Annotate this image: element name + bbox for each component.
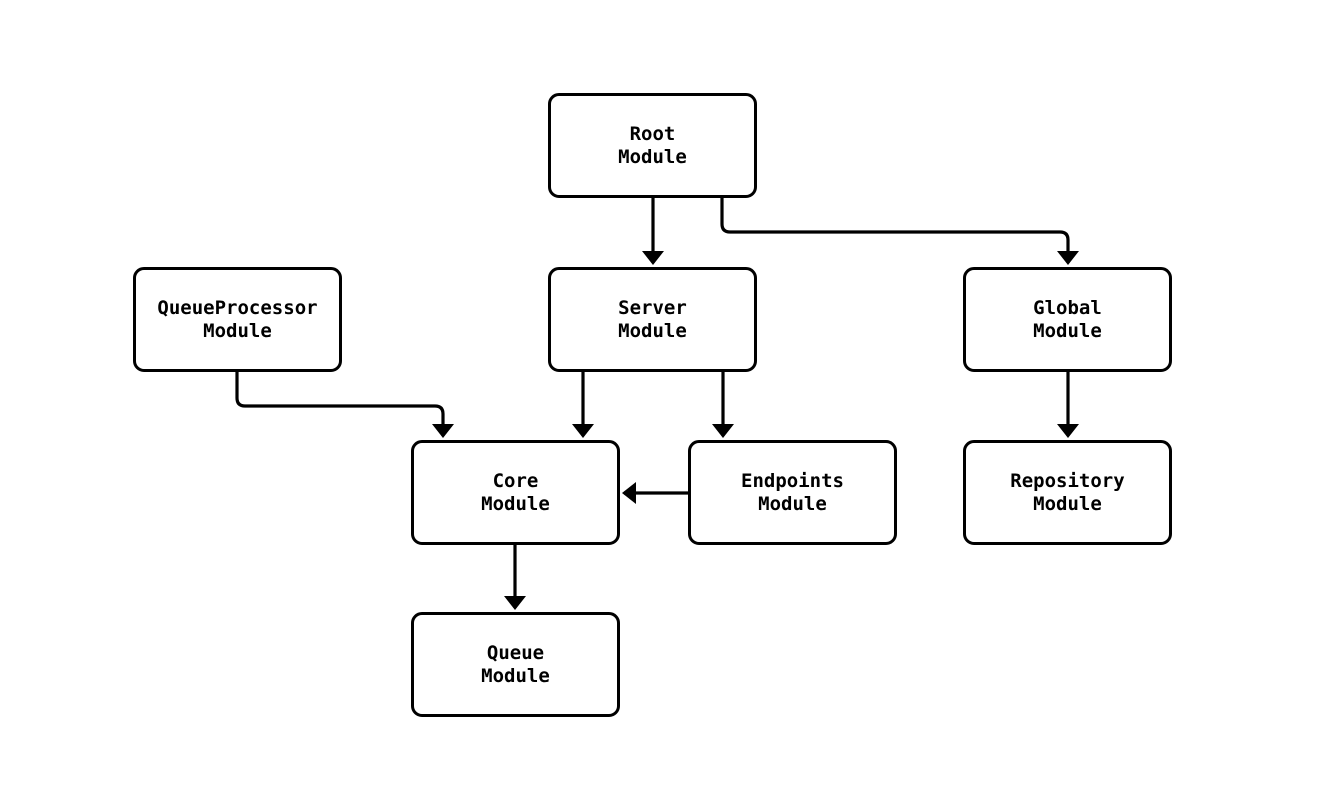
node-repository-module-label: Repository Module xyxy=(1010,469,1125,515)
edge-root-to-global xyxy=(720,198,1079,265)
node-queue-module-label: Queue Module xyxy=(481,641,550,687)
edge-queueprocessor-to-core xyxy=(235,372,454,438)
node-global-module-label: Global Module xyxy=(1033,296,1102,342)
node-repository-module: Repository Module xyxy=(963,440,1172,545)
node-root-module-label: Root Module xyxy=(618,122,687,168)
node-core-module: Core Module xyxy=(411,440,620,545)
node-server-module: Server Module xyxy=(548,267,757,372)
node-core-module-label: Core Module xyxy=(481,469,550,515)
node-queueprocessor-module-label: QueueProcessor Module xyxy=(157,296,318,342)
node-server-module-label: Server Module xyxy=(618,296,687,342)
node-endpoints-module: Endpoints Module xyxy=(688,440,897,545)
node-queue-module: Queue Module xyxy=(411,612,620,717)
node-global-module: Global Module xyxy=(963,267,1172,372)
node-root-module: Root Module xyxy=(548,93,757,198)
node-endpoints-module-label: Endpoints Module xyxy=(741,469,844,515)
node-queueprocessor-module: QueueProcessor Module xyxy=(133,267,342,372)
